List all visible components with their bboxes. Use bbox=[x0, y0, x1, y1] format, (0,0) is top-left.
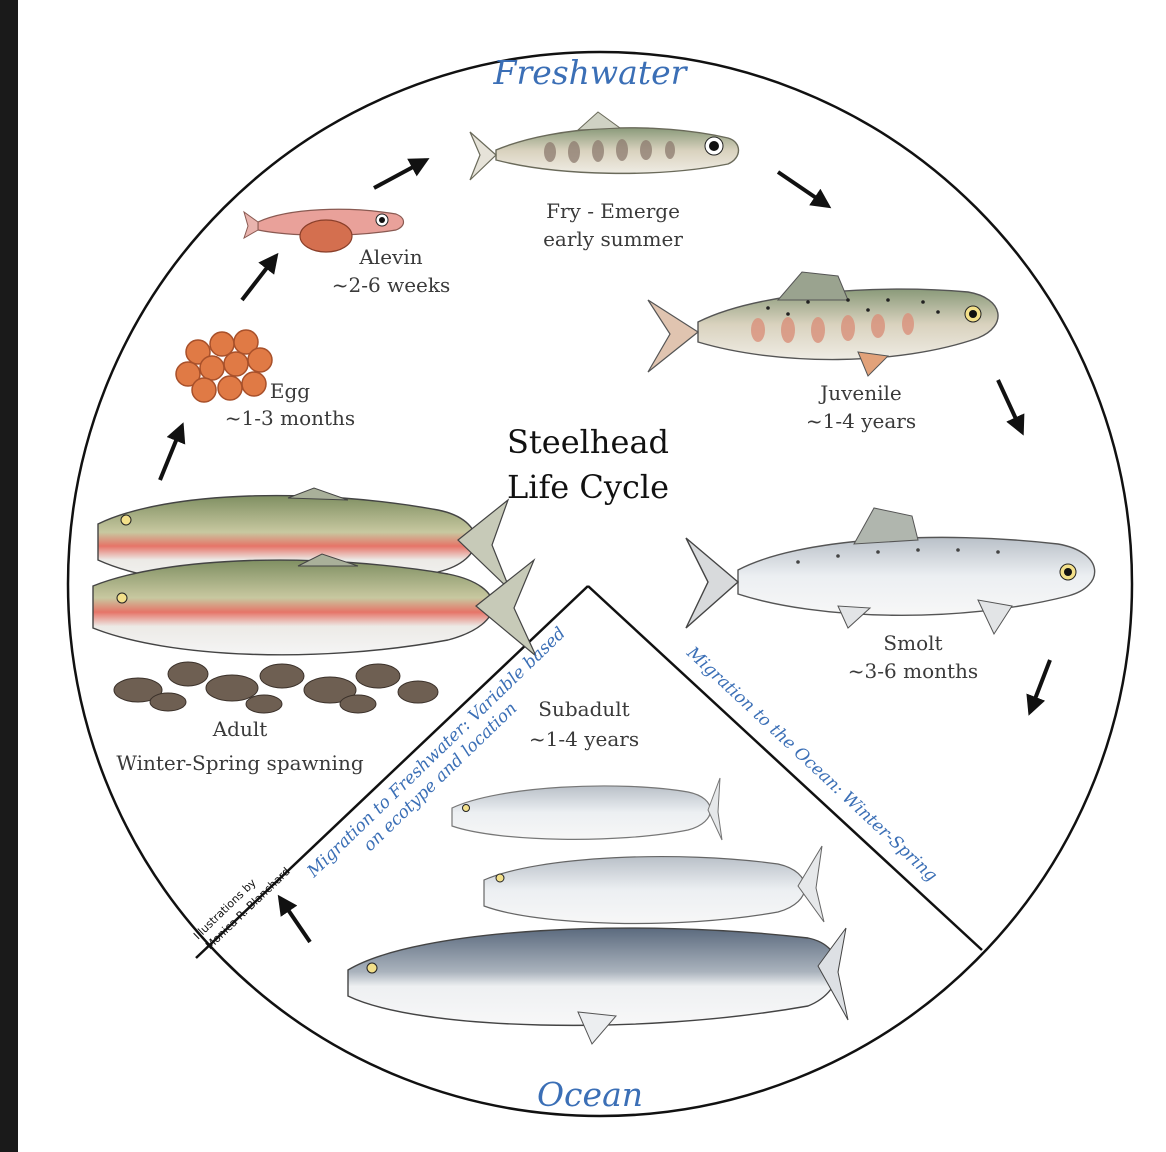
subadult-name: Subadult bbox=[538, 697, 629, 721]
adult-name: Adult bbox=[212, 717, 268, 741]
fry-duration: early summer bbox=[543, 227, 683, 251]
fry-name: Fry - Emerge bbox=[546, 199, 680, 223]
juvenile-name: Juvenile bbox=[818, 381, 902, 405]
freshwater-label: Freshwater bbox=[493, 53, 689, 92]
diagram-title-line2: Life Cycle bbox=[507, 468, 669, 506]
egg-duration: ~1-3 months bbox=[225, 406, 355, 430]
subadult-duration: ~1-4 years bbox=[529, 727, 639, 751]
egg-name: Egg bbox=[270, 379, 310, 403]
diagram-title-line1: Steelhead bbox=[507, 423, 669, 461]
smolt-name: Smolt bbox=[883, 631, 942, 655]
alevin-name: Alevin bbox=[358, 245, 422, 269]
ocean-label: Ocean bbox=[537, 1075, 643, 1114]
life-cycle-diagram: Freshwater Ocean Steelhead Life Cycle Eg… bbox=[18, 0, 1166, 1152]
diagram-panel: Freshwater Ocean Steelhead Life Cycle Eg… bbox=[18, 0, 1166, 1152]
alevin-duration: ~2-6 weeks bbox=[332, 273, 451, 297]
smolt-duration: ~3-6 months bbox=[848, 659, 978, 683]
adult-duration: Winter-Spring spawning bbox=[116, 751, 363, 775]
juvenile-duration: ~1-4 years bbox=[806, 409, 916, 433]
